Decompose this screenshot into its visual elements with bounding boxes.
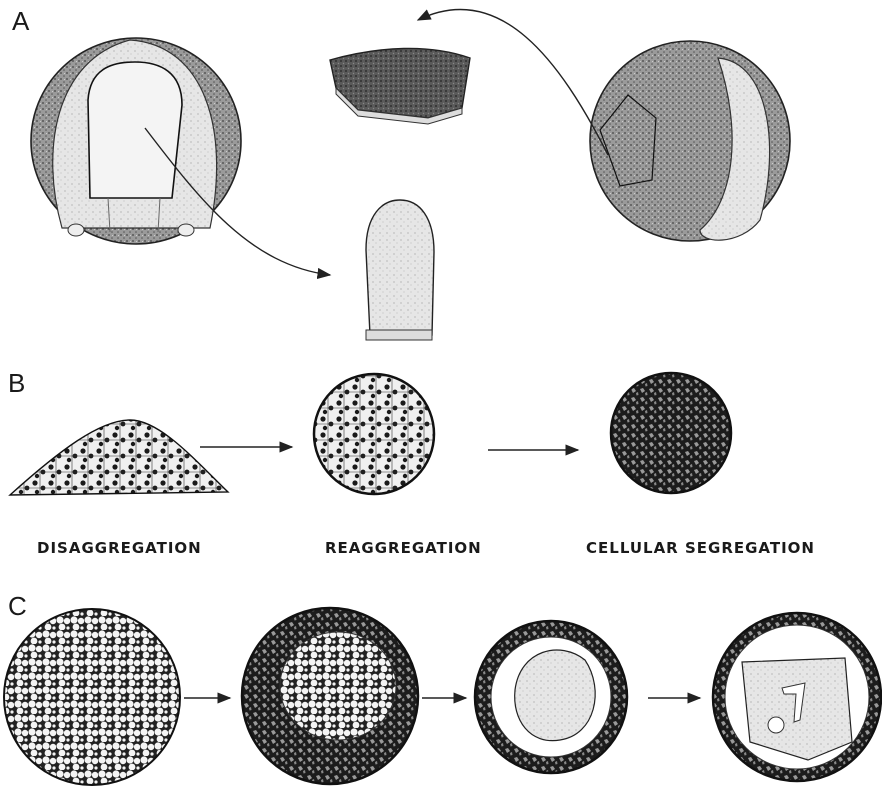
label-cellular-segregation: CELLULAR SEGREGATION bbox=[586, 539, 815, 557]
panel-a bbox=[31, 9, 790, 340]
embryo-lateral-view bbox=[590, 41, 790, 241]
panel-c bbox=[4, 608, 881, 785]
aggregate-stage-4 bbox=[713, 613, 881, 781]
label-reaggregation: REAGGREGATION bbox=[325, 539, 482, 557]
reaggregated-cell-sphere bbox=[314, 374, 434, 494]
panel-letter-a: A bbox=[12, 6, 30, 36]
aggregate-stage-2 bbox=[242, 608, 418, 784]
panel-b: DISAGGREGATION REAGGREGATION CELLULAR SE… bbox=[10, 373, 815, 557]
panel-letter-c: C bbox=[8, 591, 27, 621]
label-disaggregation: DISAGGREGATION bbox=[37, 539, 202, 557]
tissue-explant-bottom bbox=[366, 200, 434, 340]
disaggregated-cell-pile bbox=[10, 420, 228, 495]
panel-letter-b: B bbox=[8, 368, 25, 398]
tissue-explant-top bbox=[330, 48, 470, 124]
segregated-cell-sphere bbox=[611, 373, 731, 493]
aggregate-stage-1 bbox=[4, 609, 180, 785]
embryo-dorsal-view bbox=[31, 38, 241, 244]
aggregate-stage-3 bbox=[475, 621, 627, 773]
